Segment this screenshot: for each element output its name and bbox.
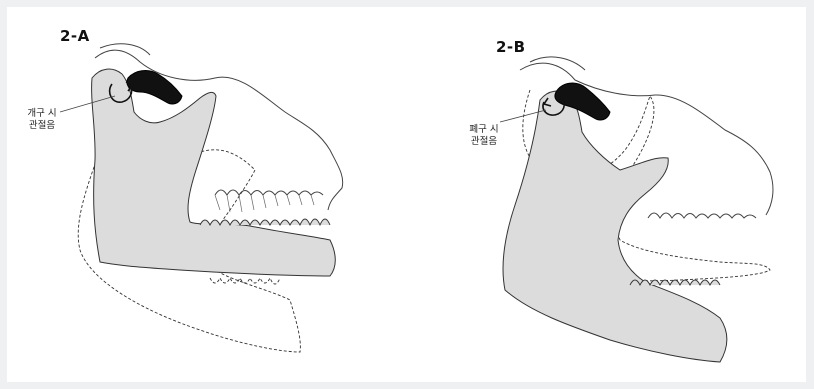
mandible-2a — [92, 69, 336, 276]
panel-2b-drawing — [500, 57, 773, 362]
panel-2a-drawing — [60, 44, 343, 352]
annotation-2a-line1: 개구 시 — [20, 108, 64, 120]
annotation-2b-line1: 폐구 시 — [462, 124, 506, 136]
panel-label-2a: 2-A — [60, 27, 90, 45]
upper-teeth-2a — [215, 190, 323, 195]
annotation-2a: 개구 시 관절음 — [20, 108, 64, 132]
annotation-2a-line2: 관절음 — [20, 120, 64, 132]
articular-disc-2a — [127, 71, 182, 104]
upper-teeth-2b — [648, 213, 756, 218]
annotation-2b: 폐구 시 관절음 — [462, 124, 506, 148]
mandible-2b — [503, 91, 727, 362]
annotation-2b-line2: 관절음 — [462, 136, 506, 148]
panel-label-2b: 2-B — [496, 38, 526, 56]
